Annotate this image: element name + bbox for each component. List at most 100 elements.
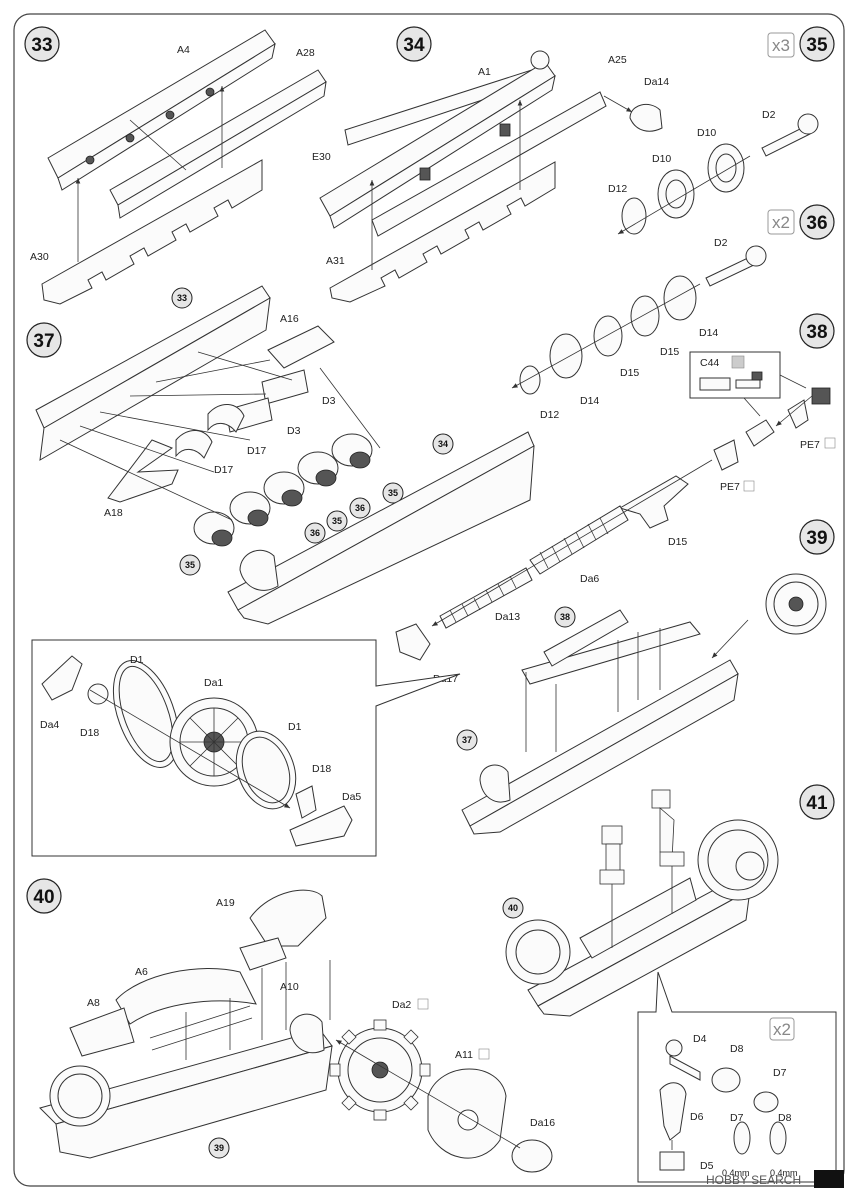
part-a16	[267, 325, 335, 369]
step-ref: 38	[560, 612, 570, 622]
part-d18-a	[87, 683, 109, 705]
part-d12	[621, 197, 647, 235]
quantity-badge	[767, 209, 795, 235]
part-d14-b	[549, 333, 583, 379]
step-ref: 33	[177, 293, 187, 303]
part-d7-a	[753, 1091, 779, 1113]
part-da13	[439, 567, 533, 629]
part-da4	[41, 655, 83, 701]
part-a25	[371, 91, 607, 237]
label-a19: A19	[216, 897, 235, 909]
step-badge	[24, 26, 60, 62]
part-d6	[659, 1082, 687, 1141]
step-number: 35	[806, 35, 828, 56]
label-d14: D14	[699, 327, 718, 339]
label-d1: D1	[130, 654, 144, 666]
label-d15: D15	[668, 536, 687, 548]
hull-side	[55, 1045, 333, 1159]
part-da14	[629, 103, 663, 132]
quantity-badge	[769, 1017, 795, 1041]
part-cylinder	[745, 419, 775, 447]
step-36: x2 36 D2 D14 D15 D15 D14 D12	[511, 204, 835, 421]
step-38: 38 C44 PE7 PE7	[395, 313, 836, 685]
part-d15-a	[630, 295, 660, 337]
label-d6: D6	[690, 1111, 704, 1123]
label-d2: D2	[714, 237, 728, 249]
step-number: 36	[806, 213, 827, 234]
step-ref: 37	[462, 735, 472, 745]
part-d3-a	[261, 369, 309, 405]
part-a18	[107, 439, 179, 503]
label-pe7: PE7	[800, 439, 820, 451]
part-da6	[529, 505, 629, 575]
label-d2: D2	[762, 109, 776, 121]
sprocket	[505, 919, 571, 985]
label-a11: A11	[455, 1049, 473, 1061]
step-number: 37	[33, 331, 54, 352]
part-a8	[69, 1007, 135, 1057]
part-d4	[665, 1039, 683, 1057]
quantity-badge	[767, 32, 795, 58]
label-d17: D17	[214, 464, 233, 476]
part-connector	[811, 387, 831, 405]
step-37: 37 33 35 36 35 36 35 34	[26, 285, 535, 625]
part-d1-a	[112, 660, 180, 768]
label-a4: A4	[177, 44, 190, 56]
part-d14-a	[663, 275, 697, 321]
subassembly-33-side	[39, 297, 271, 461]
wheel-detail: D1 Da1 D1 Da4 D18 D18 Da5	[31, 639, 461, 857]
label-a28: A28	[296, 47, 315, 59]
step-40: 40 39	[26, 878, 555, 1173]
quantity-text: x2	[773, 1020, 791, 1039]
label-da6: Da6	[580, 573, 599, 585]
step-badge	[799, 204, 835, 240]
label-da1: Da1	[204, 677, 223, 689]
step-number: 41	[806, 793, 828, 814]
label-a18: A18	[104, 507, 123, 519]
label-d10: D10	[697, 127, 716, 139]
step-badge	[396, 26, 432, 62]
step-39: 39 38 37	[456, 519, 835, 835]
step-badge	[799, 784, 835, 820]
step-badge	[799, 313, 835, 349]
label-da2: Da2	[392, 999, 411, 1011]
part-da17	[395, 623, 431, 661]
part-d8-b	[769, 1121, 787, 1155]
hull-top	[521, 621, 701, 685]
step-ref: 40	[508, 903, 518, 913]
part-a10	[239, 937, 287, 971]
label-c44: C44	[700, 357, 719, 369]
step-number: 38	[806, 322, 827, 343]
label-d18: D18	[312, 763, 331, 775]
label-d7: D7	[773, 1067, 787, 1079]
step-badge	[799, 519, 835, 555]
subassembly-34-side	[237, 445, 535, 625]
label-d12: D12	[540, 409, 559, 421]
step-badge	[26, 322, 62, 358]
step-ref: 34	[438, 439, 448, 449]
step-ref: 35	[388, 488, 398, 498]
part-a4	[47, 29, 276, 179]
part-da16	[511, 1139, 553, 1173]
part-a1-side	[329, 74, 556, 229]
label-a25: A25	[608, 54, 627, 66]
step-41: 41 40 x2 D4 D8 D7 D6 D7 D8 D5	[502, 784, 837, 1183]
label-spacing: 0.4mm	[770, 1168, 798, 1178]
suspension-mounts	[599, 789, 685, 885]
hull-side	[469, 673, 739, 835]
step-ref: 35	[332, 516, 342, 526]
label-d17: D17	[247, 445, 266, 457]
part-da5	[289, 805, 353, 847]
part-d8-a	[711, 1067, 741, 1093]
step-number: 39	[806, 528, 827, 549]
part-pe7-a	[787, 399, 809, 429]
watermark-text: HOBBY SEARCH	[706, 1173, 801, 1187]
part-pe7-b	[713, 439, 739, 471]
step-number: 34	[403, 35, 425, 56]
part-d17-a	[207, 404, 245, 433]
label-spacing: 0.4mm	[722, 1168, 750, 1178]
label-a1: A1	[478, 66, 491, 78]
label-d8: D8	[778, 1112, 792, 1124]
label-da14: Da14	[644, 76, 669, 88]
quantity-text: x2	[772, 213, 790, 232]
